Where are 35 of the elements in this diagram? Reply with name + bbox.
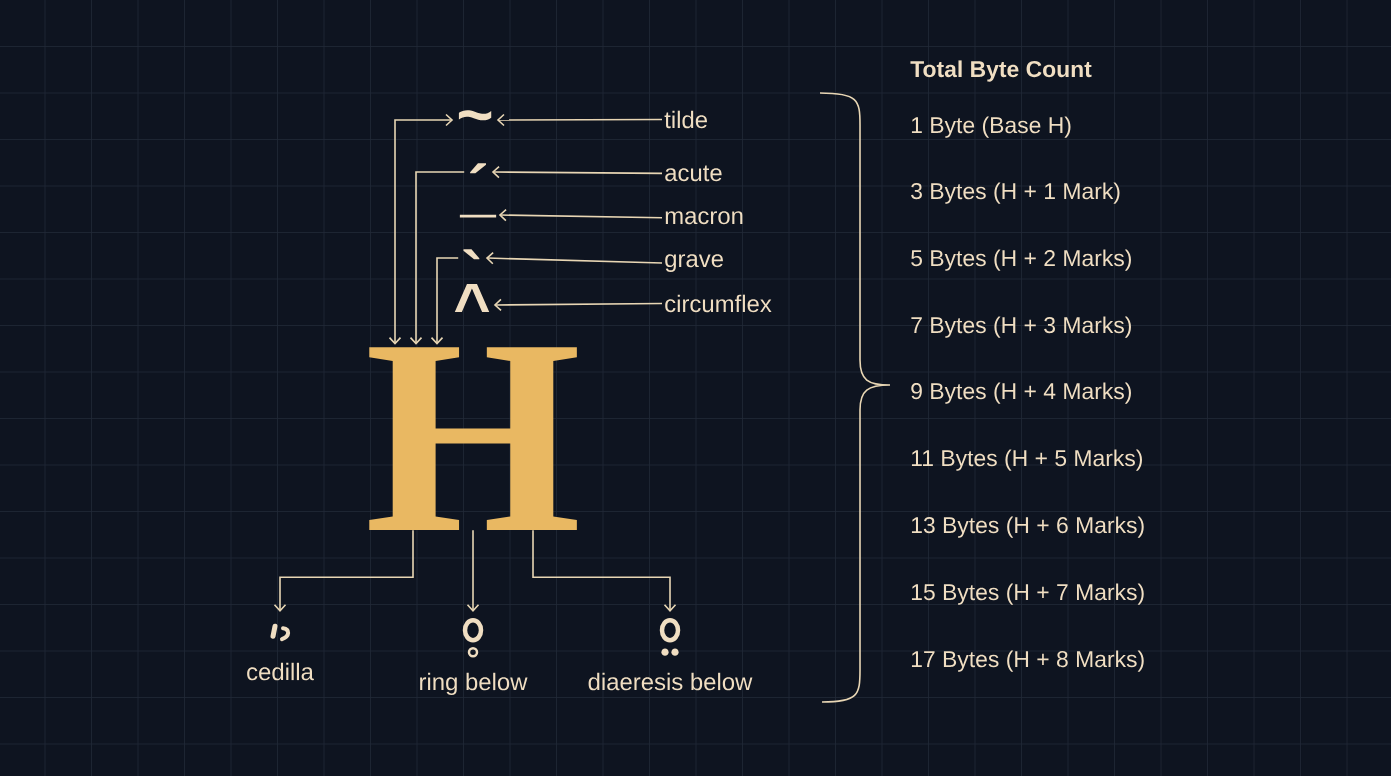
arrow xyxy=(493,298,663,312)
arrow xyxy=(430,257,459,345)
arrow xyxy=(273,529,414,612)
arrow xyxy=(496,113,663,127)
arrow xyxy=(485,251,663,265)
diacritic-glyph: ~ xyxy=(458,110,492,121)
byte-count-label: 3 Bytes (H + 1 Mark) xyxy=(911,182,1120,204)
diacritic-with-label: cedilla xyxy=(247,623,314,681)
diacritic-glyph: ^ xyxy=(454,284,490,312)
mark-label: macron xyxy=(665,211,743,225)
byte-count-label: 17 Bytes (H + 8 Marks) xyxy=(911,650,1144,672)
diacritic-glyph: ¯ xyxy=(459,214,497,218)
diacritic-with-label: diaeresis below xyxy=(588,617,753,691)
arrow xyxy=(466,529,480,612)
mark-label: circumflex xyxy=(665,294,772,313)
byte-count-label: 11 Bytes (H + 5 Marks) xyxy=(911,449,1142,471)
byte-count-label: 1 Byte (Base H) xyxy=(911,116,1071,138)
arrow xyxy=(388,113,454,345)
mark-label: tilde xyxy=(664,110,707,129)
byte-count-label: 7 Bytes (H + 3 Marks) xyxy=(911,316,1131,338)
byte-count-label: 5 Bytes (H + 2 Marks) xyxy=(911,249,1131,271)
byte-count-label: 13 Bytes (H + 6 Marks) xyxy=(911,516,1144,538)
arrow xyxy=(532,529,677,612)
diacritic-glyph: ´ xyxy=(470,163,486,174)
base-letter: H xyxy=(369,347,577,530)
arrow xyxy=(491,165,663,179)
mark-label: grave xyxy=(665,254,723,272)
byte-count-label: 15 Bytes (H + 7 Marks) xyxy=(911,583,1144,605)
column-heading: Total Byte Count xyxy=(910,60,1092,82)
arrow xyxy=(409,171,465,345)
mark-label: acute xyxy=(665,165,722,182)
byte-count-label: 9 Bytes (H + 4 Marks) xyxy=(911,382,1131,404)
diacritic-glyph: ` xyxy=(463,249,480,260)
arrow xyxy=(498,208,663,222)
diacritic-with-label: ring below xyxy=(420,617,528,696)
